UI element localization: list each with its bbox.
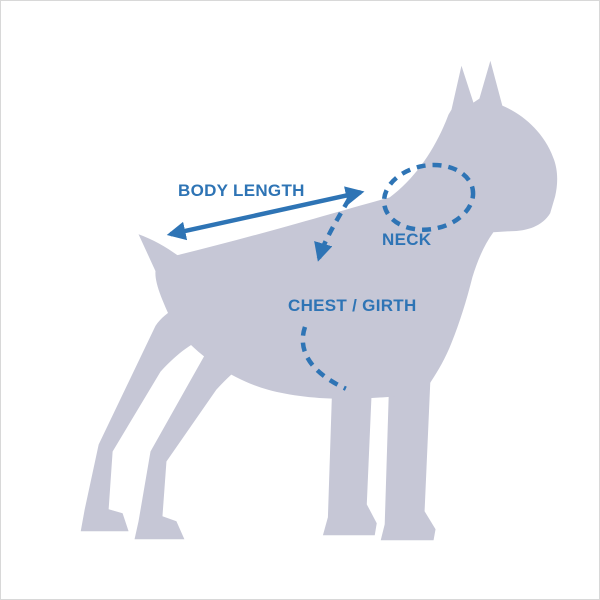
neck-label: NECK: [382, 230, 432, 249]
chest-measure-line-lower: [300, 326, 347, 391]
measurement-marks: [166, 162, 476, 391]
chest-measure-line-upper: [314, 198, 351, 262]
dog-front-far-leg: [322, 389, 377, 536]
chest-girth-label: CHEST / GIRTH: [288, 296, 417, 315]
dog-front-near-leg: [380, 375, 436, 541]
body-length-label: BODY LENGTH: [178, 181, 305, 200]
body-length-arrow: [166, 186, 365, 241]
neck-measure-loop: [381, 162, 476, 232]
dog-body-head-tail: [138, 60, 558, 399]
